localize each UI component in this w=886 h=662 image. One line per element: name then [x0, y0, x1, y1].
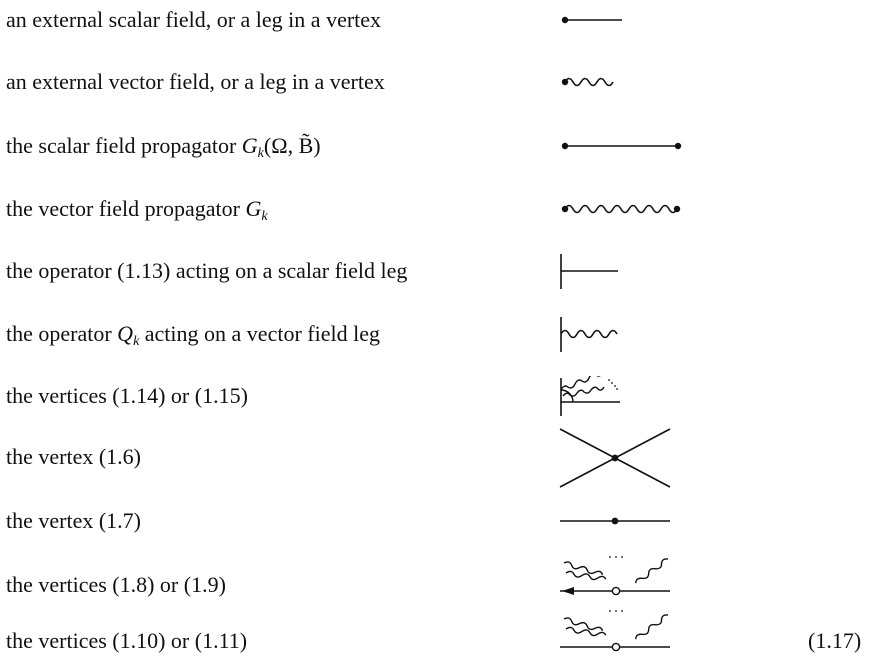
row-label: the vertices (1.14) or (1.15) [6, 383, 248, 408]
row-label: the operator Qk acting on a vector field… [6, 314, 380, 362]
label-text-post: (Ω, B̃) [263, 133, 321, 158]
row-external-scalar: an external scalar field, or a leg in a … [0, 0, 886, 40]
row-label: the vector field propagator Gk [6, 189, 268, 237]
label-text: the operator [6, 321, 118, 346]
label-text: the scalar field propagator [6, 133, 242, 158]
vertex-1-14-diagram [540, 376, 720, 416]
vertex-1-7-diagram [540, 501, 720, 541]
vector-propagator-diagram [540, 189, 720, 229]
label-math: G [241, 133, 258, 158]
row-operator-vector: the operator Qk acting on a vector field… [0, 314, 886, 354]
row-vertices-1-10: the vertices (1.10) or (1.11) [0, 610, 886, 661]
row-label: the vertices (1.8) or (1.9) [6, 572, 226, 597]
row-vertex-1-6: the vertex (1.6) [0, 428, 886, 488]
row-label: an external scalar field, or a leg in a … [6, 7, 382, 32]
row-label: the vertex (1.7) [6, 508, 141, 533]
scalar-leg-diagram [540, 0, 720, 40]
label-text: the vector field propagator [6, 196, 246, 221]
row-external-vector: an external vector field, or a leg in a … [0, 62, 886, 102]
row-scalar-propagator: the scalar field propagator Gk(Ω, B̃) [0, 126, 886, 166]
vector-leg-diagram [540, 62, 720, 102]
operator-scalar-diagram [540, 251, 720, 291]
row-label: the operator (1.13) acting on a scalar f… [6, 258, 408, 283]
row-vertices-1-8: the vertices (1.8) or (1.9) [0, 556, 886, 605]
row-label: the scalar field propagator Gk(Ω, B̃) [6, 126, 321, 174]
vertex-1-8-diagram [540, 543, 720, 603]
label-math: G [245, 196, 262, 221]
label-text-post: acting on a vector field leg [139, 321, 380, 346]
row-label: the vertices (1.10) or (1.11) [6, 628, 248, 653]
row-vector-propagator: the vector field propagator Gk [0, 189, 886, 229]
row-vertices-1-14: the vertices (1.14) or (1.15) [0, 376, 886, 416]
label-subscript: k [257, 146, 264, 161]
row-label: the vertex (1.6) [6, 444, 141, 469]
equation-number: (1.17) [808, 628, 862, 653]
scalar-propagator-diagram [540, 126, 720, 166]
vertex-1-6-diagram [540, 423, 720, 493]
label-subscript: k [261, 209, 268, 224]
label-subscript: k [133, 334, 140, 349]
row-vertex-1-7: the vertex (1.7) [0, 501, 886, 541]
operator-vector-diagram [540, 314, 720, 354]
vertex-1-10-diagram [540, 599, 720, 661]
label-math: Q [117, 321, 134, 346]
row-operator-scalar: the operator (1.13) acting on a scalar f… [0, 251, 886, 291]
row-label: an external vector field, or a leg in a … [6, 69, 385, 94]
